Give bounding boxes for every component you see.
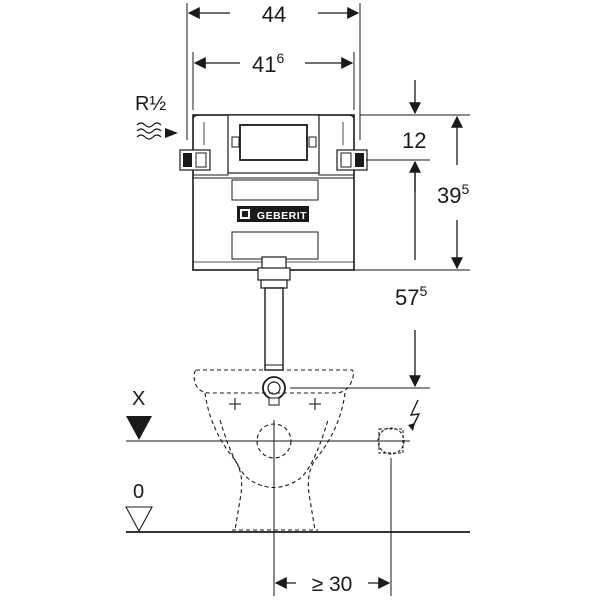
cistern-height-dimension: 395 (345, 115, 470, 271)
cistern: GEBERIT (179, 114, 368, 271)
overall-width-dimension: 44 (186, 2, 361, 140)
side-distance-label: ≥ 30 (312, 573, 353, 596)
actuator-opening (239, 124, 308, 161)
electrical-socket (377, 427, 405, 455)
outlet-height-dimension: 575 (290, 162, 430, 389)
brand-logo-text: GEBERIT (257, 210, 307, 222)
flush-pipe (257, 256, 291, 406)
lightning-bolt-icon (408, 399, 421, 431)
side-distance-dimension: ≥ 30 (273, 420, 392, 596)
inner-width-dimension: 416 (192, 50, 355, 110)
water-waves-icon (136, 122, 162, 140)
floor-level-label: 0 (133, 481, 144, 503)
reference-x-marker (126, 416, 152, 440)
overall-width-label: 44 (262, 2, 286, 27)
toilet-seat-outline (193, 369, 355, 394)
water-inlet-label: R½ (135, 93, 166, 115)
brand-logo (237, 206, 309, 222)
top-to-inlet-label: 12 (402, 128, 426, 153)
reference-x-label: X (132, 388, 145, 410)
outlet-height-label: 575 (395, 283, 427, 310)
cistern-height-label: 395 (437, 181, 469, 208)
inner-width-label: 416 (252, 50, 284, 77)
fixing-point-left (229, 398, 241, 410)
fixing-point-right (309, 398, 321, 410)
water-inlet-arrow (165, 128, 178, 138)
floor-level-marker (125, 506, 153, 533)
